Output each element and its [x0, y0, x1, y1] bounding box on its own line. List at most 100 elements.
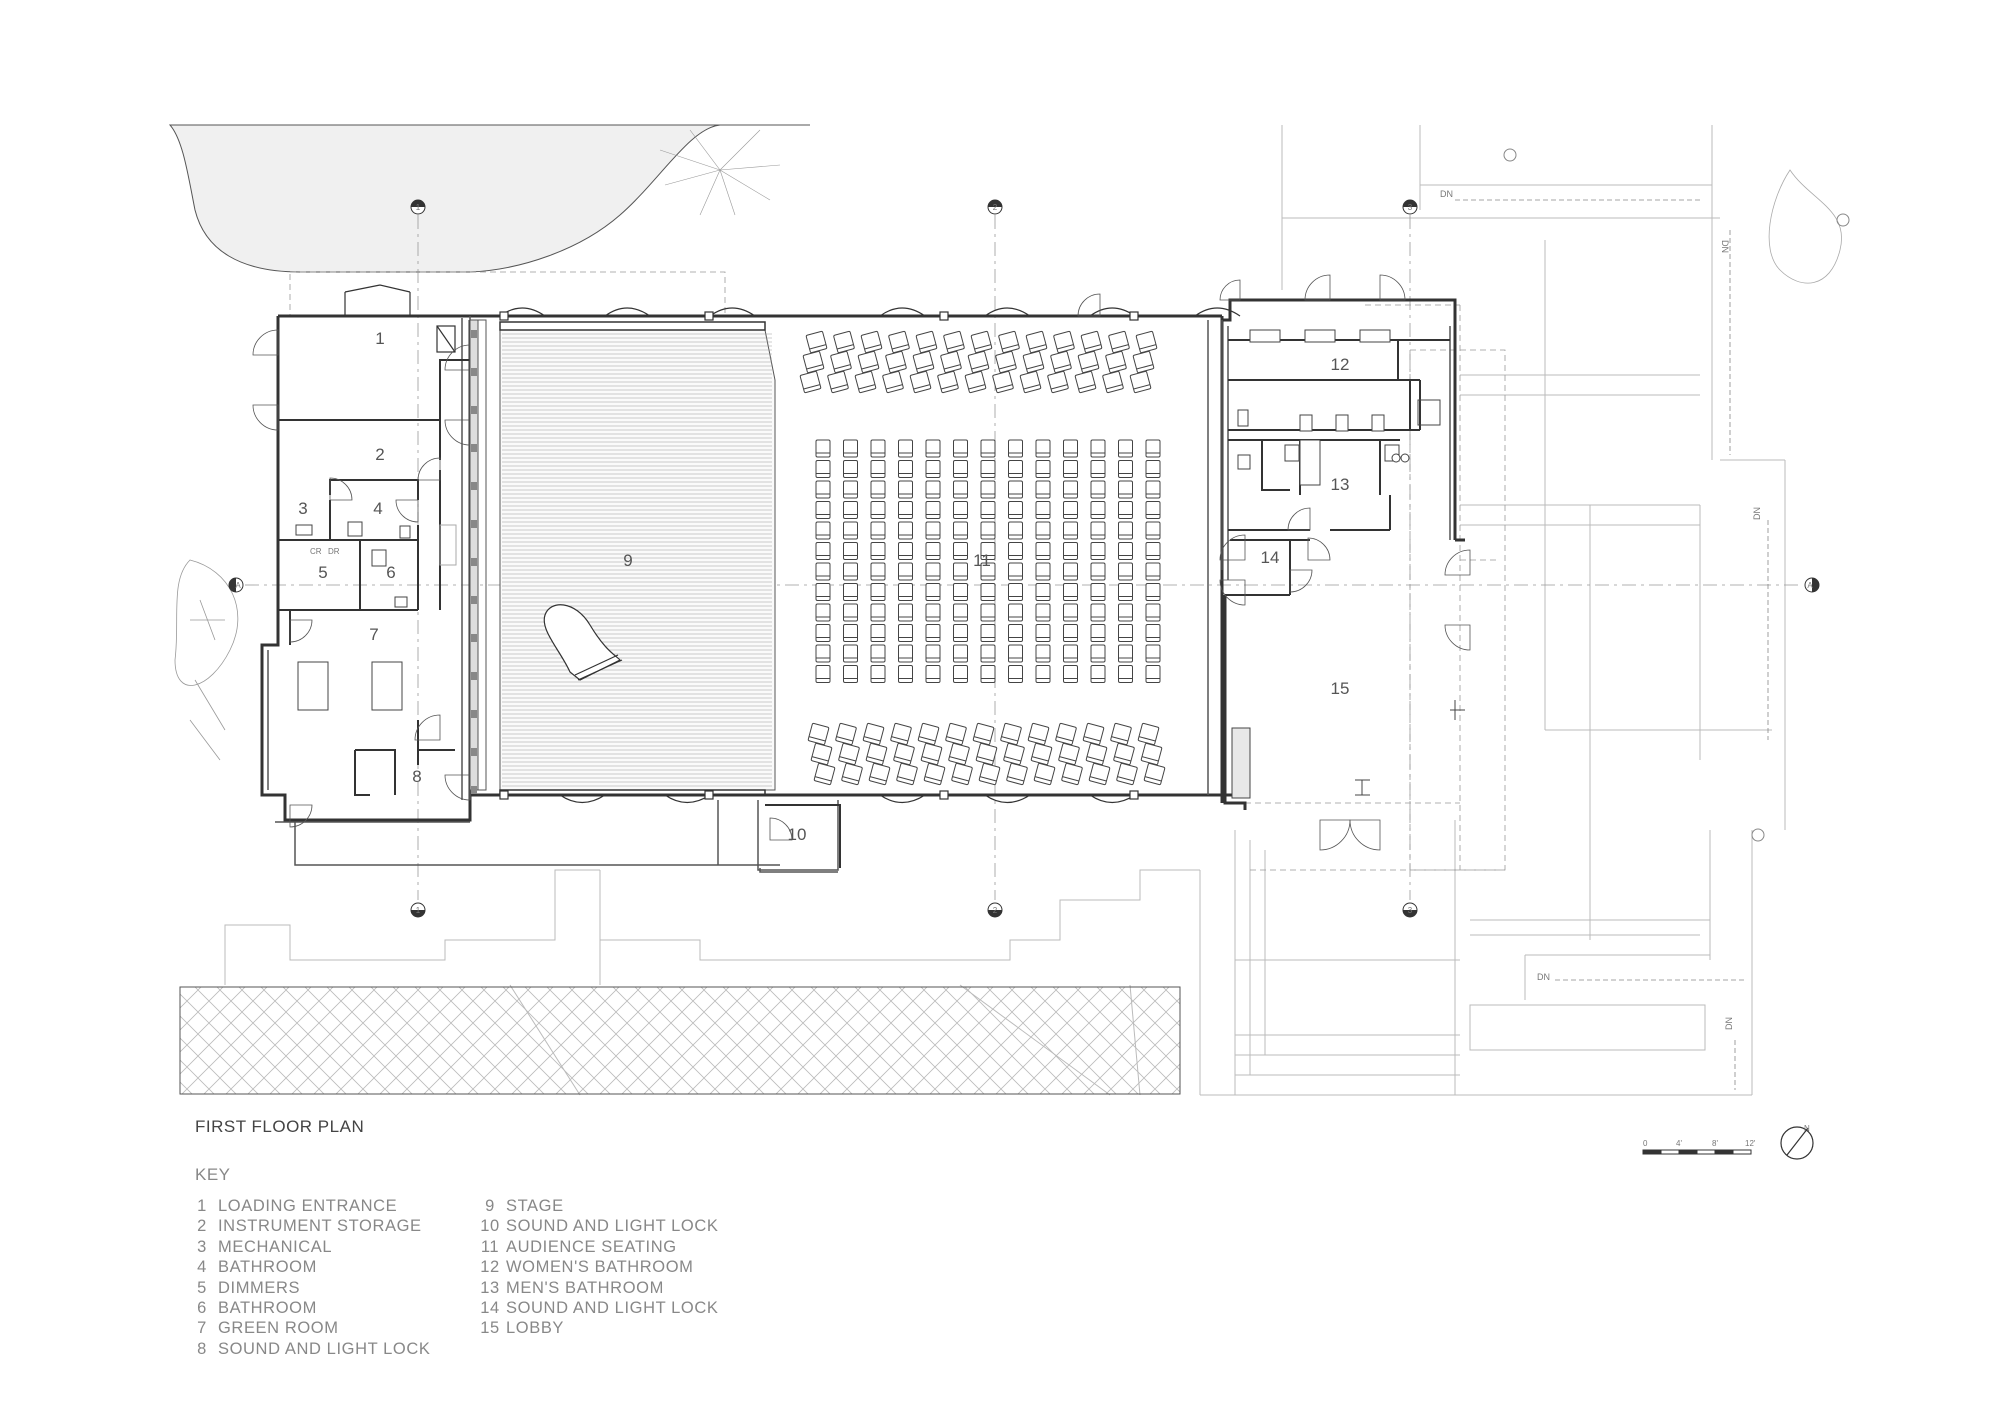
key-item-number: 10 [480, 1217, 500, 1236]
key-item-label: SOUND AND LIGHT LOCK [506, 1298, 719, 1317]
service-rooms-walls [278, 359, 470, 796]
key-item: 3 MECHANICAL [188, 1237, 431, 1257]
sound-lock-10-walls [765, 804, 841, 868]
room-number-8: 8 [412, 767, 421, 786]
dashed-overhead-lines [289, 271, 1506, 871]
grid-marker-3-bottom: 3 [1402, 902, 1418, 918]
key-item: 11 AUDIENCE SEATING [476, 1237, 719, 1257]
key-item: 1 LOADING ENTRANCE [188, 1196, 431, 1216]
bathroom-walls [1225, 339, 1450, 596]
svg-text:N: N [1804, 1124, 1810, 1133]
key-item-label: LOADING ENTRANCE [218, 1197, 398, 1215]
north-arrow-icon: N [1780, 1124, 1814, 1160]
room-number-5: 5 [318, 563, 327, 582]
landscape-blob [168, 124, 810, 273]
key-item-label: AUDIENCE SEATING [506, 1237, 677, 1256]
key-heading: KEY [195, 1165, 231, 1184]
svg-text:A: A [235, 581, 241, 590]
scale-label-8: 8' [1712, 1139, 1718, 1148]
site-context-lines [1200, 125, 1786, 1096]
key-item-number: 2 [197, 1217, 207, 1236]
room-number-7: 7 [369, 625, 378, 644]
svg-text:3: 3 [1408, 203, 1413, 212]
room-number-11: 11 [973, 551, 991, 570]
stage-floorboards [502, 333, 772, 787]
key-item: 6 BATHROOM [188, 1298, 431, 1318]
svg-text:1: 1 [416, 203, 421, 212]
key-item-number: 8 [197, 1339, 207, 1358]
room-number-3: 3 [298, 499, 307, 518]
key-item-number: 9 [485, 1197, 495, 1215]
key-item-number: 1 [197, 1197, 207, 1215]
key-item-number: 13 [480, 1278, 500, 1297]
hatched-terrace [179, 986, 1181, 1095]
key-item-label: DIMMERS [218, 1278, 301, 1297]
grid-marker-2-bottom: 2 [987, 902, 1003, 918]
tree-symbol-top [659, 129, 781, 216]
tree-symbol-right [1768, 169, 1842, 284]
grid-marker-1-bottom: 1 [410, 902, 426, 918]
key-item-number: 15 [480, 1319, 500, 1338]
loading-door [344, 284, 456, 353]
room-number-10: 10 [788, 825, 807, 844]
key-item-label: SOUND AND LIGHT LOCK [218, 1339, 431, 1358]
key-item-label: MECHANICAL [218, 1237, 333, 1256]
key-item-label: STAGE [506, 1197, 564, 1215]
key-item-label: BATHROOM [218, 1298, 317, 1317]
key-item-label: SOUND AND LIGHT LOCK [506, 1217, 719, 1236]
key-item-number: 7 [197, 1319, 207, 1338]
key-item: 14 SOUND AND LIGHT LOCK [476, 1298, 719, 1318]
key-item: 9 STAGE [476, 1196, 719, 1216]
scale-bar [1642, 1149, 1752, 1155]
stair-label-dn-2: DN [1720, 240, 1730, 253]
grid-marker-2-top: 2 [987, 199, 1003, 215]
room-number-6: 6 [386, 563, 395, 582]
key-item-number: 5 [197, 1278, 207, 1297]
key-item: 15 LOBBY [476, 1318, 719, 1338]
tree-symbol-left [174, 559, 239, 761]
key-item: 12 WOMEN'S BATHROOM [476, 1257, 719, 1277]
key-item-number: 4 [197, 1258, 207, 1277]
room-number-12: 12 [1331, 355, 1350, 374]
stair-label-dn-5: DN [1724, 1017, 1734, 1030]
key-item: 5 DIMMERS [188, 1278, 431, 1298]
room-number-1: 1 [375, 329, 384, 348]
stair-label-dn-1: DN [1440, 189, 1453, 199]
room-number-13: 13 [1331, 475, 1350, 494]
key-item-label: MEN'S BATHROOM [506, 1278, 664, 1297]
grid-marker-a-right: A [1804, 577, 1820, 593]
service-fixtures [295, 521, 457, 711]
key-item-label: LOBBY [506, 1319, 565, 1338]
room-number-14: 14 [1261, 548, 1280, 567]
stage-fly-bars [469, 319, 487, 791]
audience-seating-chairs [799, 330, 1166, 786]
key-item: 4 BATHROOM [188, 1257, 431, 1277]
key-item-number: 6 [197, 1298, 207, 1317]
stair-label-dn-3: DN [1752, 507, 1762, 520]
svg-text:2: 2 [993, 906, 998, 915]
key-item-number: 12 [480, 1258, 500, 1277]
scale-label-4: 4' [1676, 1139, 1682, 1148]
key-item: 8 SOUND AND LIGHT LOCK [188, 1339, 431, 1359]
key-item-label: BATHROOM [218, 1258, 317, 1277]
key-item-label: WOMEN'S BATHROOM [506, 1258, 694, 1277]
room-number-9: 9 [623, 551, 632, 570]
key-item-number: 11 [480, 1237, 500, 1256]
stage-area [499, 321, 776, 796]
room-number-15: 15 [1331, 679, 1350, 698]
stage-rigging-marks [471, 330, 477, 794]
door-swings [252, 274, 1471, 851]
label-cr: CR [310, 547, 322, 556]
key-item-number: 14 [480, 1298, 500, 1317]
grid-marker-3-top: 3 [1402, 199, 1418, 215]
grid-marker-1-top: 1 [410, 199, 426, 215]
key-item: 10 SOUND AND LIGHT LOCK [476, 1216, 719, 1236]
key-item-number: 3 [197, 1237, 207, 1256]
svg-text:3: 3 [1408, 906, 1413, 915]
svg-text:A: A [1807, 581, 1813, 590]
grid-marker-a-left: A [228, 577, 244, 593]
